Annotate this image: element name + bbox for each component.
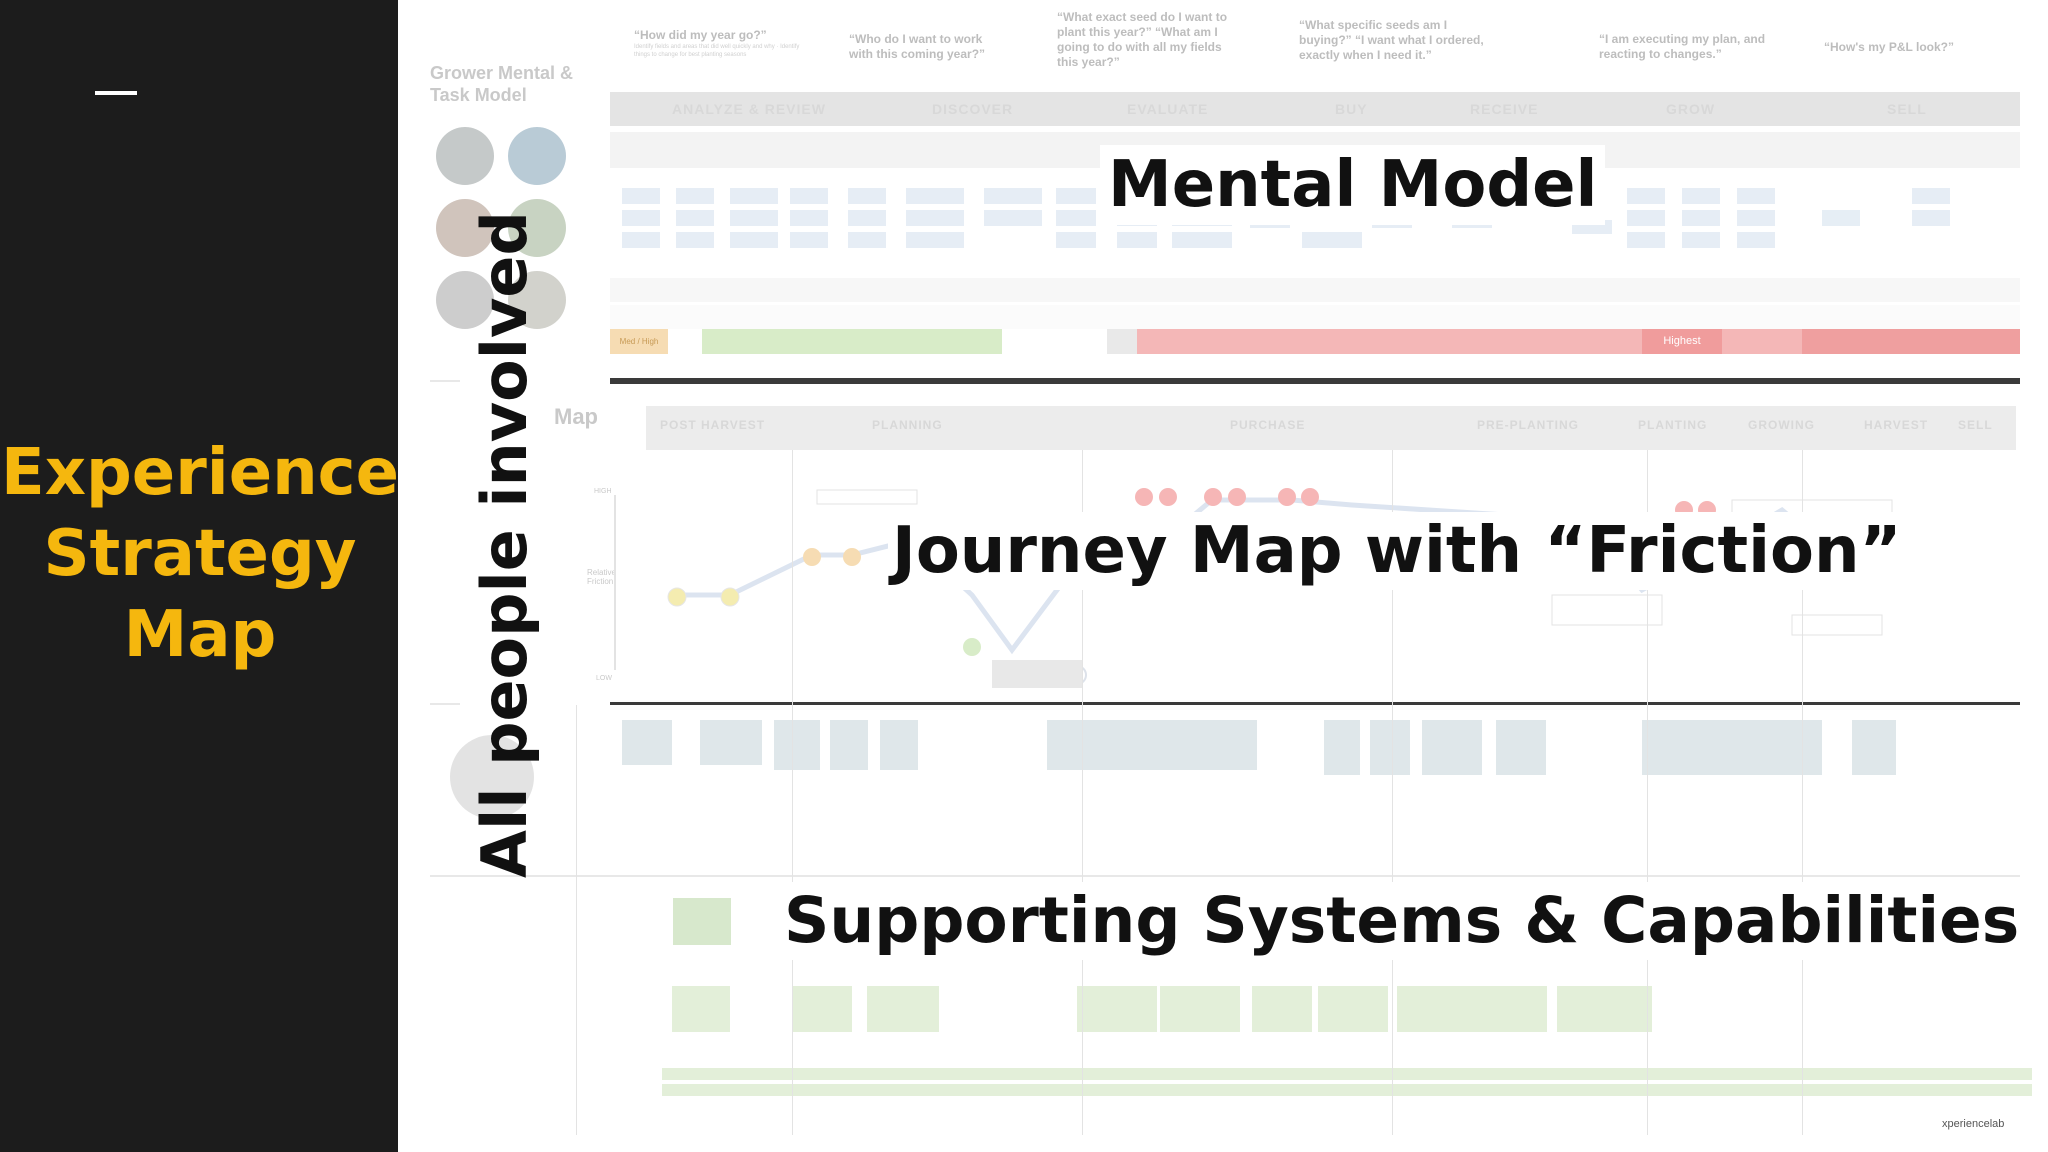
strategy-map-canvas: Grower Mental & Task Model “How did my y… bbox=[402, 0, 2048, 1152]
stage-pre-planting: PRE-PLANTING bbox=[1477, 418, 1579, 432]
axis-friction: Relative Friction bbox=[587, 568, 616, 586]
mental-model-cards bbox=[622, 188, 1950, 248]
rating-low-1 bbox=[702, 329, 1002, 354]
journey-divider bbox=[610, 702, 2020, 705]
journey-map-label: Journey Map with “Friction” bbox=[888, 512, 1906, 590]
rating-med-high: Med / High bbox=[610, 329, 668, 354]
rating-low-2 bbox=[1107, 329, 1137, 354]
avatar-2 bbox=[508, 127, 566, 185]
grid-line-4 bbox=[1392, 450, 1393, 1135]
logo-text: xperiencelab bbox=[1942, 1118, 2005, 1130]
grid-line-3 bbox=[1082, 450, 1083, 1135]
stage-planting: PLANTING bbox=[1638, 418, 1708, 432]
journey-stage-bar bbox=[646, 406, 2016, 450]
phase-receive: RECEIVE bbox=[1470, 101, 1539, 117]
mental-model-label: Mental Model bbox=[1100, 145, 1606, 225]
rating-highest: Highest bbox=[1642, 329, 1722, 354]
capability-boxes bbox=[662, 986, 2032, 1096]
quote-6: “How's my P&L look?” bbox=[1824, 40, 1954, 54]
phase-analyze: ANALYZE & REVIEW bbox=[672, 101, 826, 117]
title-panel: Experience Strategy Map bbox=[0, 0, 400, 1152]
systems-divider bbox=[430, 875, 2020, 877]
grid-line-2 bbox=[792, 450, 793, 1135]
phase-grow: GROW bbox=[1666, 101, 1716, 117]
phase-buy: BUY bbox=[1335, 101, 1368, 117]
grid-line-1 bbox=[576, 705, 577, 1135]
phase-evaluate: EVALUATE bbox=[1127, 101, 1209, 117]
dash-decoration bbox=[95, 91, 137, 95]
slide-title-line-3: Map bbox=[123, 598, 277, 672]
quote-3: “What exact seed do I want to plant this… bbox=[1057, 10, 1228, 69]
journey-title-fragment: Map bbox=[554, 404, 598, 429]
slide-title-line-2: Strategy bbox=[43, 517, 357, 591]
phase-sell: SELL bbox=[1887, 101, 1927, 117]
slide-title-line-1: Experience bbox=[0, 436, 400, 510]
stage-growing: GROWING bbox=[1748, 418, 1815, 432]
stage-post-harvest: POST HARVEST bbox=[660, 418, 766, 432]
phase-discover: DISCOVER bbox=[932, 101, 1014, 117]
stage-harvest: HARVEST bbox=[1864, 418, 1929, 432]
grid-line-6 bbox=[1802, 450, 1803, 1135]
stage-planning: PLANNING bbox=[872, 418, 943, 432]
supporting-systems-label: Supporting Systems & Capabilities bbox=[780, 882, 2024, 960]
axis-low: LOW bbox=[596, 675, 612, 682]
avatar-3 bbox=[436, 199, 494, 257]
slide-title: Experience Strategy Map bbox=[0, 433, 400, 676]
rating-high-end bbox=[1802, 329, 2020, 354]
avatar-6 bbox=[508, 271, 566, 329]
phase-bar bbox=[610, 92, 2020, 126]
quote-5: “I am executing my plan, and reacting to… bbox=[1599, 32, 1766, 61]
quote-2: “Who do I want to work with this coming … bbox=[849, 32, 986, 61]
all-people-involved-label: All people involved bbox=[468, 211, 541, 878]
xperiencelab-logo: xperiencelab bbox=[1942, 1118, 2004, 1130]
stage-sell: SELL bbox=[1958, 418, 1993, 432]
avatar-7 bbox=[450, 735, 534, 819]
timing-row bbox=[610, 305, 2020, 329]
frequency-row bbox=[610, 278, 2020, 302]
avatar-5 bbox=[436, 271, 494, 329]
mental-model-divider bbox=[610, 378, 2020, 384]
avatar-4 bbox=[508, 199, 566, 257]
grid-line-5 bbox=[1647, 450, 1648, 1135]
people-boxes bbox=[622, 720, 1896, 775]
quote-4: “What specific seeds am I buying?” “I wa… bbox=[1299, 18, 1484, 62]
avatar-1 bbox=[436, 127, 494, 185]
journey-divider-left bbox=[430, 703, 460, 705]
system-box-1 bbox=[673, 898, 731, 945]
axis-high: HIGH bbox=[594, 488, 612, 495]
stage-purchase: PURCHASE bbox=[1230, 418, 1306, 432]
quote-1: “How did my year go?”Identify fields and… bbox=[634, 28, 800, 58]
grower-model-title: Grower Mental & Task Model bbox=[430, 63, 574, 105]
mental-model-divider-left bbox=[430, 380, 460, 382]
